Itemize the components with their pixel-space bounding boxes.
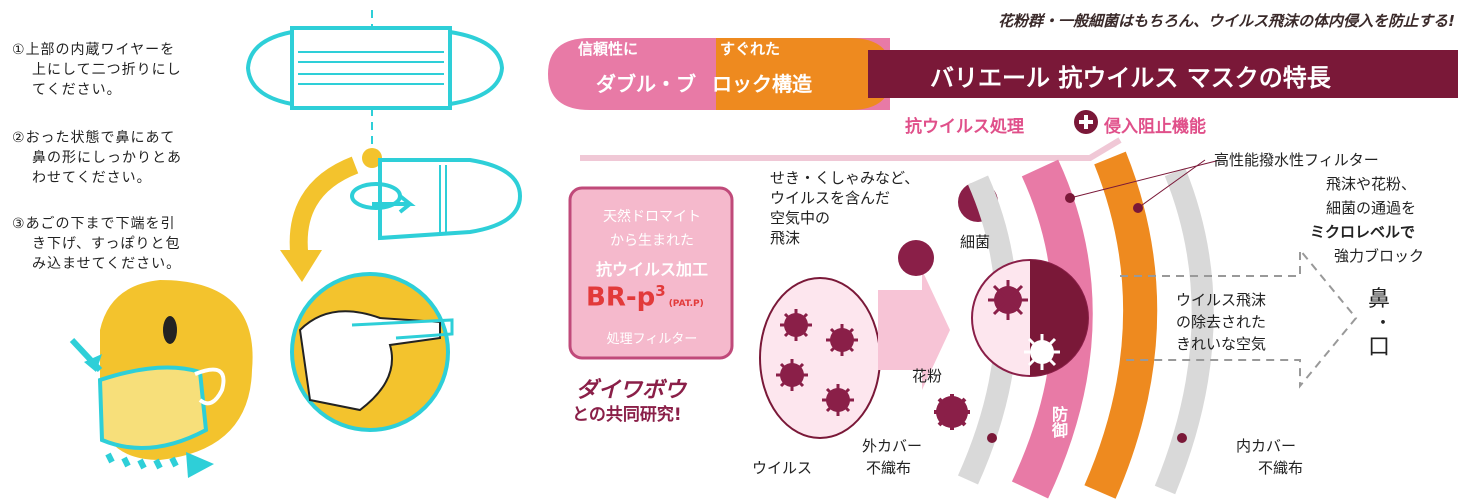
- arrow-head-icon: [280, 250, 322, 282]
- pollen-icon: [936, 396, 968, 428]
- inner-cover-label-2: 不織布: [1258, 459, 1304, 477]
- partner-logo: ダイワボウ: [576, 378, 687, 403]
- antivirus-layer: [1011, 159, 1093, 499]
- step-2-line-3: わせてください。: [32, 170, 152, 186]
- filter-label-5: 強力ブロック: [1334, 247, 1425, 265]
- step-1-line-3: てください。: [32, 82, 122, 98]
- filter-box-line-3: 抗ウイルス加工: [595, 260, 708, 279]
- patent-note: (PAT.P): [668, 298, 704, 309]
- pollen-label: 花粉: [912, 367, 943, 385]
- face-with-mask-icon: [69, 280, 253, 478]
- curved-arrow-icon: [289, 156, 359, 262]
- pill-top-right: すぐれた: [720, 40, 781, 58]
- droplet-text-1: せき・くしゃみなど、: [770, 169, 920, 187]
- intrusion-block-label: 侵入阻止: [1103, 278, 1122, 342]
- pill-bottom-left: ダブル・ブ: [596, 72, 696, 96]
- filter-box-line-1: 天然ドロマイト: [603, 209, 701, 225]
- pill-bottom-right: ロック構造: [712, 72, 812, 96]
- step-1: ①上部の内蔵ワイヤーを 上にして二つ折りにし てください。: [12, 40, 232, 100]
- filter-label-1: 高性能撥水性フィルター: [1214, 151, 1379, 169]
- step-1-line-2: 上にして二つ折りにし: [32, 62, 182, 78]
- feature-plus: +: [1080, 109, 1081, 110]
- brand-text: BR-p: [586, 282, 656, 313]
- droplet-text-4: 飛沫: [770, 229, 801, 247]
- outer-cover-label-1: 外カバー: [862, 437, 923, 455]
- clean-air-3: きれいな空気: [1176, 335, 1267, 353]
- droplet-text-3: 空気中の: [770, 209, 831, 227]
- outer-cover-label-2: 不織布: [866, 459, 912, 477]
- step-3-line-3: み込ませてください。: [32, 256, 182, 272]
- virus-label: ウイルス: [752, 459, 813, 477]
- folded-mask-icon: [350, 148, 523, 241]
- clean-air-1: ウイルス飛沫: [1176, 291, 1267, 309]
- brand-name: BR-p3(PAT.P): [586, 282, 704, 313]
- bacteria-icon-2: [898, 240, 934, 276]
- step-3-marker: ③: [12, 216, 26, 232]
- partner-note: との共同研究!: [572, 405, 682, 425]
- feature-intrusion: 侵入阻止機能: [1104, 117, 1206, 137]
- filter-box-line-2: から生まれた: [610, 233, 694, 249]
- pill-top-left: 信頼性に: [578, 40, 639, 58]
- banner-title: バリエール 抗ウイルス マスクの特長: [930, 64, 1331, 92]
- virus-icons: [780, 313, 854, 412]
- tagline: 花粉群・一般細菌はもちろん、ウイルス飛沫の体内侵入を防止する!: [998, 12, 1455, 30]
- step-2-line-1: おった状態で鼻にあて: [25, 130, 176, 146]
- feature-antivirus: 抗ウイルス処理: [905, 117, 1024, 137]
- droplet-oval: [759, 277, 881, 439]
- flat-mask-icon: [245, 26, 505, 110]
- step-1-marker: ①: [12, 42, 26, 58]
- nose-label: 鼻: [1368, 287, 1391, 312]
- nose-mouth-dot: ・: [1374, 313, 1392, 334]
- mouth-label: 口: [1368, 335, 1391, 360]
- mask-wearing-illustrations: [69, 10, 523, 478]
- filter-label-4: ミクロレベルで: [1310, 223, 1416, 241]
- filter-box-line-4: 処理フィルター: [606, 332, 698, 347]
- droplet-text-2: ウイルスを含んだ: [770, 189, 891, 207]
- step-3-line-2: き下げ、すっぽりと包: [32, 236, 181, 252]
- plus-icon: [1074, 110, 1098, 134]
- step-2-line-2: 鼻の形にしっかりとあ: [32, 150, 182, 166]
- step-2-marker: ②: [12, 130, 26, 146]
- defense-label: 防御: [1049, 406, 1068, 438]
- hand-pinch-icon: [290, 272, 454, 432]
- virus-magnified: [971, 259, 1089, 377]
- bacteria-label: 細菌: [960, 233, 991, 251]
- inner-cover-label-1: 内カバー: [1236, 437, 1297, 455]
- step-1-line-1: 上部の内蔵ワイヤーを: [25, 42, 176, 58]
- step-2: ②おった状態で鼻にあて 鼻の形にしっかりとあ わせてください。: [12, 128, 232, 188]
- clean-air-2: の除去された: [1176, 313, 1267, 331]
- bacteria-icon: [958, 182, 998, 222]
- step-3: ③あごの下まで下端を引 き下げ、すっぽりと包 み込ませてください。: [12, 214, 232, 274]
- filter-label-2: 飛沫や花粉、: [1326, 175, 1417, 193]
- brand-superscript: 3: [655, 282, 666, 300]
- outer-cover-layer: [957, 175, 1018, 485]
- filter-label-3: 細菌の通過を: [1326, 199, 1417, 217]
- step-3-line-1: あごの下まで下端を引: [25, 216, 176, 232]
